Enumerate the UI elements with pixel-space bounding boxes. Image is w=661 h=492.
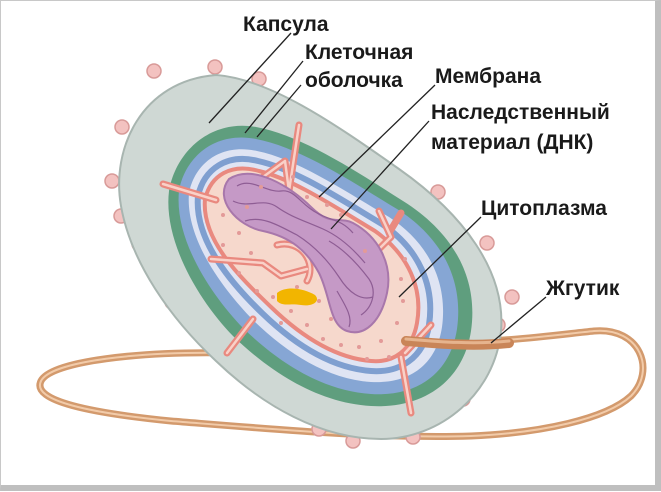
label-dna-line2: материал (ДНК) [431,131,593,154]
label-dna-line1: Наследственный [431,101,610,124]
label-membrane: Мембрана [435,65,541,88]
label-cell-wall-line2: оболочка [305,69,403,92]
label-cell-wall-line1: Клеточная [305,41,413,64]
label-cytoplasm: Цитоплазма [481,197,607,220]
label-flagellum: Жгутик [545,277,620,300]
label-capsule: Капсула [243,13,329,36]
